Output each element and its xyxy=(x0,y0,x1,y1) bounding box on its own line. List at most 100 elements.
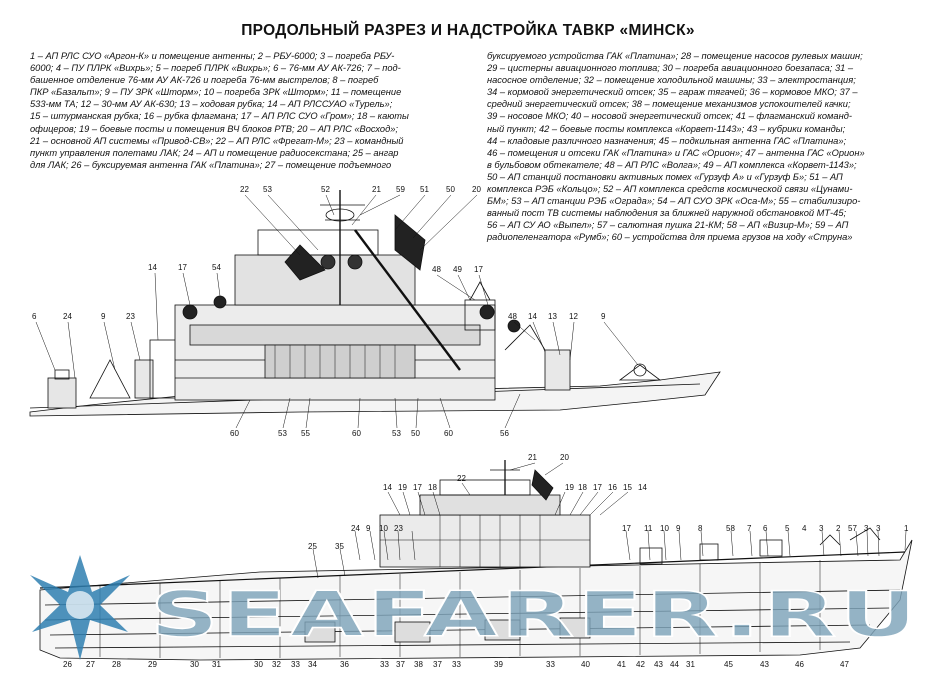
callout-label: 60 xyxy=(230,429,239,438)
callout-label: 9 xyxy=(366,524,371,533)
legend-line: 533-мм ТА; 12 – 30-мм АУ АК-630; 13 – хо… xyxy=(30,99,393,110)
callout-label: 48 xyxy=(432,265,441,274)
callout-label: 50 xyxy=(411,429,420,438)
callout-label: 17 xyxy=(413,483,422,492)
callout-label: 47 xyxy=(840,660,849,669)
callout-label: 55 xyxy=(301,429,310,438)
legend-line: 15 – штурманская рубка; 16 – рубка флагм… xyxy=(30,111,409,122)
legend-line: башенное отделение 76-мм АУ АК-726 и пог… xyxy=(30,75,379,86)
callout-label: 10 xyxy=(379,524,388,533)
callout-label: 9 xyxy=(601,312,606,321)
callout-label: 2 xyxy=(836,524,841,533)
callout-label: 43 xyxy=(654,660,663,669)
callout-label: 35 xyxy=(335,542,344,551)
callout-label: 39 xyxy=(494,660,503,669)
callout-label: 53 xyxy=(278,429,287,438)
legend-right: буксируемого устройства ГАК «Платина»; 2… xyxy=(487,50,895,244)
callout-label: 46 xyxy=(795,660,804,669)
callout-label: 16 xyxy=(608,483,617,492)
callout-label: 27 xyxy=(86,660,95,669)
callout-label: 15 xyxy=(623,483,632,492)
callout-label: 33 xyxy=(452,660,461,669)
callout-label: 1 xyxy=(904,524,909,533)
callout-label: 32 xyxy=(272,660,281,669)
callout-label: 59 xyxy=(396,185,405,194)
callout-label: 20 xyxy=(560,453,569,462)
legend-line: насосное отделение; 32 – помещение холод… xyxy=(487,75,856,86)
callout-label: 17 xyxy=(593,483,602,492)
callout-label: 20 xyxy=(472,185,481,194)
callout-label: 12 xyxy=(569,312,578,321)
callout-label: 11 xyxy=(644,524,653,533)
callout-label: 56 xyxy=(500,429,509,438)
legend-line: 21 – основной АП системы «Привод-СВ»; 22… xyxy=(30,135,404,146)
callout-label: 21 xyxy=(528,453,537,462)
callout-label: 37 xyxy=(396,660,405,669)
callout-label: 17 xyxy=(474,265,483,274)
callout-label: 60 xyxy=(444,429,453,438)
callout-label: 19 xyxy=(565,483,574,492)
callout-label: 41 xyxy=(617,660,626,669)
callout-label: 17 xyxy=(622,524,631,533)
callout-label: 53 xyxy=(392,429,401,438)
callout-label: 57 xyxy=(848,524,857,533)
callout-label: 40 xyxy=(581,660,590,669)
legend-line: в бульбовом обтекателе; 48 – АП РЛС «Вол… xyxy=(487,159,857,170)
callout-label: 49 xyxy=(453,265,462,274)
legend-line: 6000; 4 – ПУ ПЛРК «Вихрь»; 5 – погреб ПЛ… xyxy=(30,63,401,74)
callout-label: 30 xyxy=(254,660,263,669)
callout-label: 14 xyxy=(528,312,537,321)
legend-line: ный пункт; 42 – боевые посты комплекса «… xyxy=(487,123,846,134)
callout-label: 4 xyxy=(802,524,807,533)
callout-label: 38 xyxy=(414,660,423,669)
callout-label: 33 xyxy=(546,660,555,669)
legend-line: ванный пост ТВ системы наблюдения за бли… xyxy=(487,208,847,219)
legend-line: 50 – АП станций постановки активных поме… xyxy=(487,171,843,182)
legend-line: средний энергетический отсек; 38 – помещ… xyxy=(487,99,851,110)
legend-line: 29 – цистерны авиационного топлива; 30 –… xyxy=(487,63,854,74)
legend-line: комплекса РЭБ «Кольцо»; 52 – АП комплекс… xyxy=(487,184,853,195)
legend-line: пункт управления полетами ЛАК; 24 – АП и… xyxy=(30,147,399,158)
callout-label: 14 xyxy=(383,483,392,492)
callout-label: 53 xyxy=(263,185,272,194)
callout-label: 14 xyxy=(638,483,647,492)
callout-label: 29 xyxy=(148,660,157,669)
callout-label: 43 xyxy=(760,660,769,669)
callout-label: 7 xyxy=(747,524,752,533)
callout-label: 34 xyxy=(308,660,317,669)
callout-label: 31 xyxy=(212,660,221,669)
callout-label: 18 xyxy=(428,483,437,492)
callout-label: 45 xyxy=(724,660,733,669)
legend-line: 1 – АП РЛС СУО «Аргон-К» и помещение ант… xyxy=(30,51,395,61)
callout-label: 24 xyxy=(63,312,72,321)
callout-label: 6 xyxy=(763,524,768,533)
callout-label: 26 xyxy=(63,660,72,669)
callout-label: 21 xyxy=(372,185,381,194)
callout-label: 36 xyxy=(340,660,349,669)
callout-label: 3 xyxy=(819,524,824,533)
callout-label: 23 xyxy=(126,312,135,321)
legend-line: офицеров; 19 – боевые посты и помещения … xyxy=(30,123,398,134)
callout-label: 14 xyxy=(148,263,157,272)
callout-label: 30 xyxy=(190,660,199,669)
callout-label: 44 xyxy=(670,660,679,669)
callout-label: 13 xyxy=(548,312,557,321)
legend-line: для ЛАК; 26 – буксируемая антенна ГАК «П… xyxy=(30,159,392,170)
callout-label: 3 xyxy=(876,524,881,533)
callout-label: 22 xyxy=(457,474,466,483)
callout-label: 17 xyxy=(178,263,187,272)
callout-label: 5 xyxy=(785,524,790,533)
callout-label: 58 xyxy=(726,524,735,533)
legend-line: ПКР «Базальт»; 9 – ПУ ЗРК «Шторм»; 10 – … xyxy=(30,87,402,98)
callout-label: 51 xyxy=(420,185,429,194)
legend-line: 44 – кладовые различного назначения; 45 … xyxy=(487,135,847,146)
callout-label: 18 xyxy=(578,483,587,492)
legend-line: 39 – носовое МКО; 40 – носовой энергетич… xyxy=(487,111,852,122)
callout-label: 23 xyxy=(394,524,403,533)
legend-line: БМ»; 53 – АП станции РЭБ «Ограда»; 54 – … xyxy=(487,196,861,207)
callout-label: 10 xyxy=(660,524,669,533)
callout-label: 33 xyxy=(380,660,389,669)
